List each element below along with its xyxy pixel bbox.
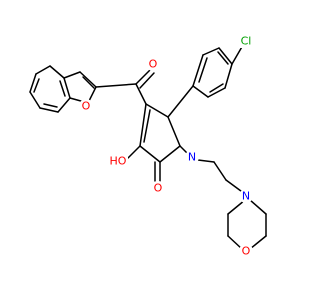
lactam-oxygen-label: O xyxy=(154,182,163,195)
furan-oxygen-label: O xyxy=(82,100,91,113)
molecule-canvas: O O HO O N Cl N O xyxy=(29,34,267,258)
atom-furan-oxygen: O xyxy=(79,99,93,113)
carbonyl-linker xyxy=(95,69,155,105)
ring-nitrogen-label: N xyxy=(188,151,196,164)
atom-ketone-oxygen: O xyxy=(146,57,160,71)
atom-lactam-oxygen: O xyxy=(151,181,165,195)
ketone-oxygen-label: O xyxy=(149,58,158,71)
structure-diagram: O O HO O N Cl N O xyxy=(29,34,267,258)
morpholine-nitrogen-label: N xyxy=(242,190,250,203)
atom-chlorine: Cl xyxy=(237,34,255,48)
morpholine-ring xyxy=(227,199,267,250)
chlorophenyl-ring xyxy=(167,44,244,118)
benzofuran-benzene-ring xyxy=(29,65,71,113)
atom-morpholine-oxygen: O xyxy=(239,244,253,258)
atom-ring-nitrogen: N xyxy=(185,150,199,164)
atom-morpholine-nitrogen: N xyxy=(239,189,253,203)
chlorine-label: Cl xyxy=(241,35,252,48)
atom-hydroxyl: HO xyxy=(108,154,128,168)
morpholine-oxygen-label: O xyxy=(242,245,251,258)
pyrrolinone-ring xyxy=(127,103,181,182)
hydroxyl-label: HO xyxy=(110,155,127,168)
